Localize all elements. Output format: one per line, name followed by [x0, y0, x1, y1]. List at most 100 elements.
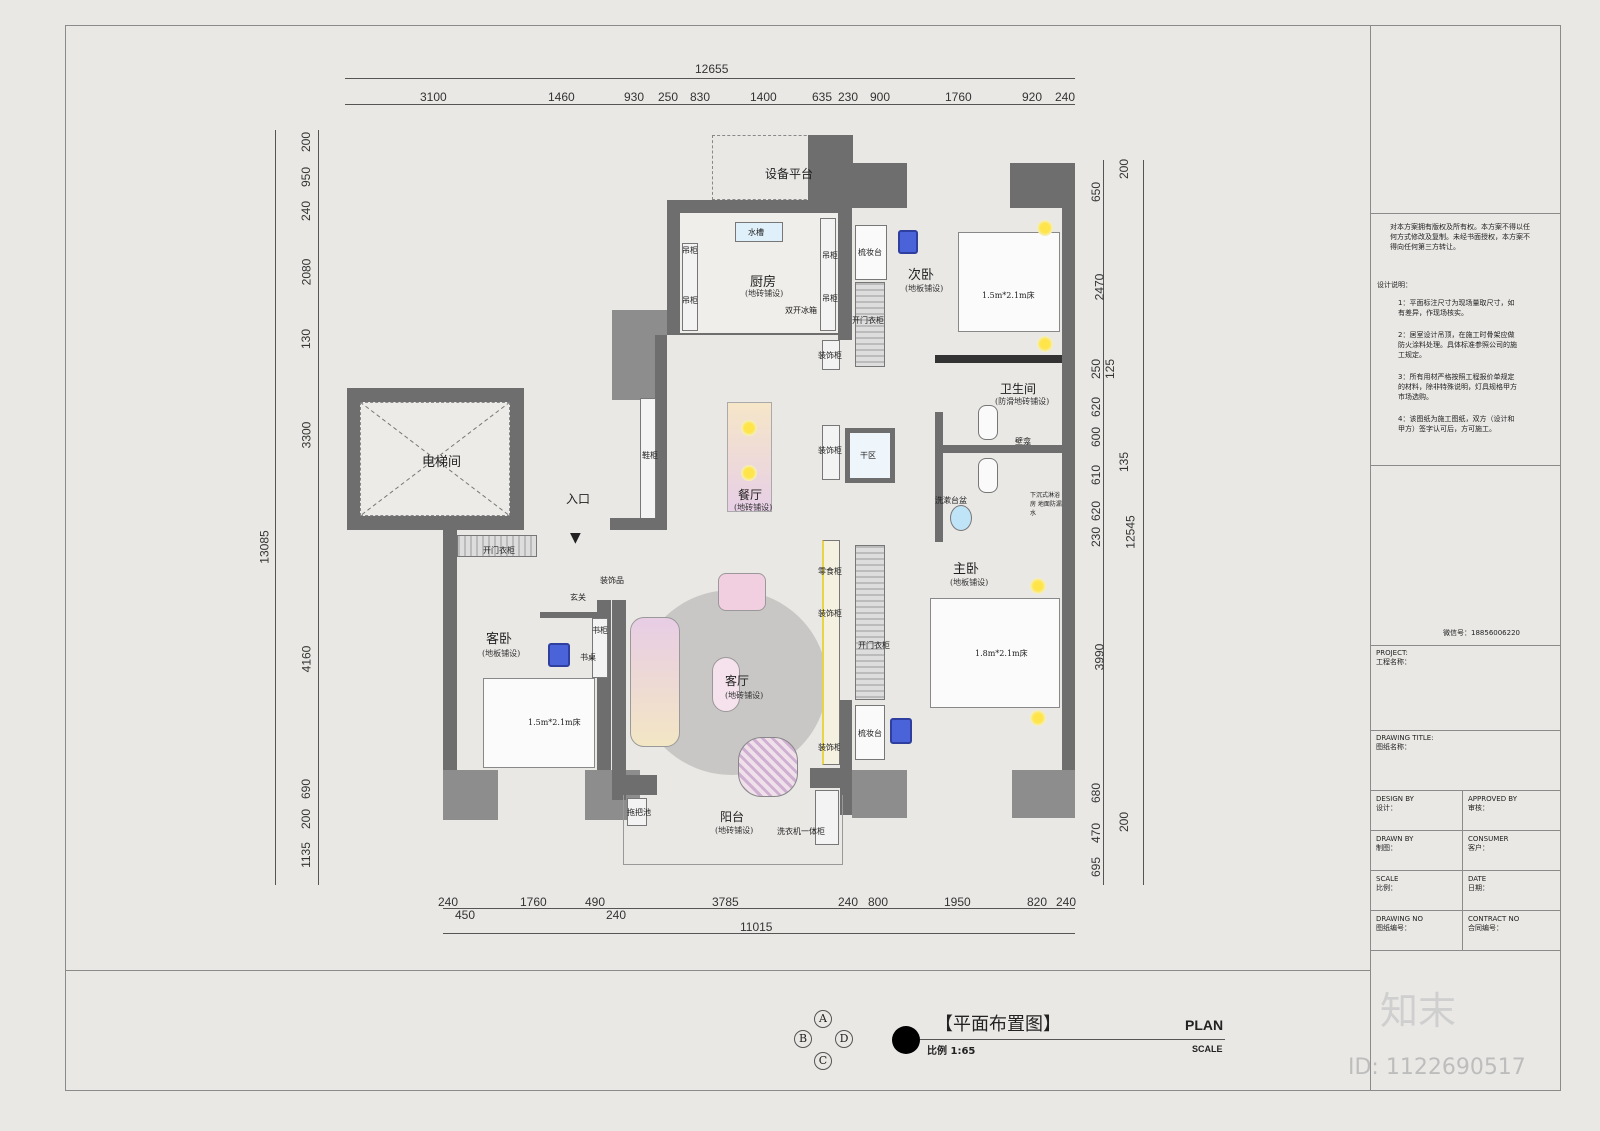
dimension-line: [443, 933, 1075, 934]
drawing-title: 【平面布置图】: [935, 1014, 1061, 1035]
label-wardrobe: 开门衣柜: [852, 316, 884, 325]
label-deco-cabinet: 装饰柜: [818, 743, 842, 752]
dim-label: 680: [1089, 782, 1104, 804]
dim-label: 1950: [944, 895, 971, 909]
dim-label: 1760: [520, 895, 547, 909]
bed: [958, 232, 1060, 332]
dim-label: 1400: [750, 90, 777, 104]
dim-label: 2080: [299, 258, 314, 286]
washbasin: [950, 505, 972, 531]
label-floor: (地板铺设): [482, 649, 521, 658]
dim-label: 635: [812, 90, 833, 104]
label-kitchen: 厨房: [750, 275, 777, 290]
dim-label: 920: [1022, 90, 1043, 104]
brand-watermark: 知末: [1380, 989, 1457, 1033]
wall: [1062, 163, 1075, 813]
label-floor: (地砖铺设): [745, 289, 784, 298]
copyright-text: 对本方案拥有版权及所有权。本方案不得以任何方式修改及复制。未经书面授权，本方案不…: [1390, 223, 1530, 251]
bed: [930, 598, 1060, 708]
bed: [483, 678, 595, 768]
toilet-icon: [978, 458, 998, 493]
light-icon: [1037, 336, 1053, 352]
dimension-line: [443, 908, 1075, 909]
label-dining: 餐厅: [738, 488, 763, 502]
label-balcony: 阳台: [720, 810, 745, 824]
divider: [1370, 213, 1561, 214]
lounge-chair: [738, 737, 798, 797]
dim-label: 490: [585, 895, 606, 909]
divider: [1370, 645, 1561, 646]
label-niche: 壁龛: [1015, 437, 1031, 446]
scale-label-cn: 比例：: [1376, 884, 1397, 892]
design-note: 2：居室设计吊顶，在施工时骨架应做防火涂料处理。具体标准参照公司的施工规定。: [1398, 331, 1517, 359]
label-bed: 1.5m*2.1m床: [982, 291, 1035, 300]
label-shoe-cabinet: 鞋柜: [642, 451, 658, 460]
wall: [943, 445, 1062, 453]
dim-label: 125: [1103, 358, 1118, 380]
contract-no-label: CONTRACT NO: [1468, 915, 1520, 923]
label-bed: 1.5m*2.1m床: [528, 718, 581, 727]
dim-label: 240: [838, 895, 859, 909]
label-bookshelf: 书柜: [592, 626, 608, 635]
dim-label: 695: [1089, 856, 1104, 878]
divider: [1370, 25, 1371, 1091]
dim-label: 1460: [548, 90, 575, 104]
label-deco-cabinet: 装饰柜: [818, 609, 842, 618]
wall: [1012, 770, 1075, 818]
wall: [612, 600, 626, 800]
dim-label: 250: [658, 90, 679, 104]
drawing-title-label: DRAWING TITLE:: [1376, 734, 1434, 742]
label-vanity: 梳妆台: [858, 729, 882, 738]
dim-label: 200: [1117, 811, 1132, 833]
light-icon: [741, 420, 757, 436]
snack-cabinet: [822, 540, 840, 765]
light-icon: [1030, 578, 1046, 594]
label-deco-cabinet: 装饰柜: [818, 446, 842, 455]
divider: [1370, 950, 1561, 951]
wall: [852, 770, 907, 818]
dry-area: [850, 433, 890, 478]
contract-no-label-cn: 合同编号：: [1468, 924, 1503, 932]
label-mop-sink: 拖把池: [627, 808, 651, 817]
label-washer: 洗衣机一体柜: [777, 827, 825, 836]
consumer-label: CONSUMER: [1468, 835, 1509, 843]
date-label: DATE: [1468, 875, 1487, 883]
wall: [838, 200, 852, 340]
image-id: ID: 1122690517: [1348, 1055, 1526, 1080]
label-floor: (地板铺设): [905, 284, 944, 293]
title-dot: [892, 1026, 920, 1054]
plan-label: PLAN: [1185, 1017, 1224, 1033]
dim-right-total: 12545: [1123, 515, 1138, 549]
wechat: 微信号：18856006220: [1443, 629, 1520, 637]
divider: [1370, 910, 1561, 911]
light-icon: [1030, 710, 1046, 726]
deco-cabinet: [822, 340, 840, 370]
label-floor: (地砖铺设): [725, 691, 764, 700]
label-washbasin: 洗漱台盆: [935, 496, 967, 505]
wall: [810, 768, 852, 788]
wall: [852, 163, 907, 208]
wardrobe: [855, 282, 885, 367]
label-guest-bedroom: 客卧: [486, 632, 513, 647]
dim-label: 230: [1089, 526, 1104, 548]
divider: [65, 970, 1370, 971]
dimension-line: [1143, 160, 1144, 885]
wall: [935, 412, 943, 542]
sofa: [630, 617, 680, 747]
dim-label: 250: [1089, 358, 1104, 380]
dim-label: 470: [1089, 822, 1104, 844]
label-floor: (防滑地砖铺设): [995, 397, 1050, 406]
dimension-line: [345, 104, 1075, 105]
dimension-line: [318, 130, 319, 885]
dim-label: 830: [690, 90, 711, 104]
cabinet: [682, 243, 698, 331]
notes-title: 设计说明：: [1377, 281, 1412, 289]
label-deco-cabinet: 装饰柜: [818, 351, 842, 360]
label-wall-cabinet: 吊柜: [682, 246, 698, 255]
scale-text: 比例 1:65: [927, 1046, 976, 1057]
dim-label: 450: [455, 908, 476, 922]
dim-label: 800: [868, 895, 889, 909]
label-drain-note: 下沉式淋浴房 地面防漏水: [1030, 492, 1062, 517]
dim-left-total: 13085: [257, 530, 272, 564]
label-ornament: 装饰品: [600, 576, 624, 585]
